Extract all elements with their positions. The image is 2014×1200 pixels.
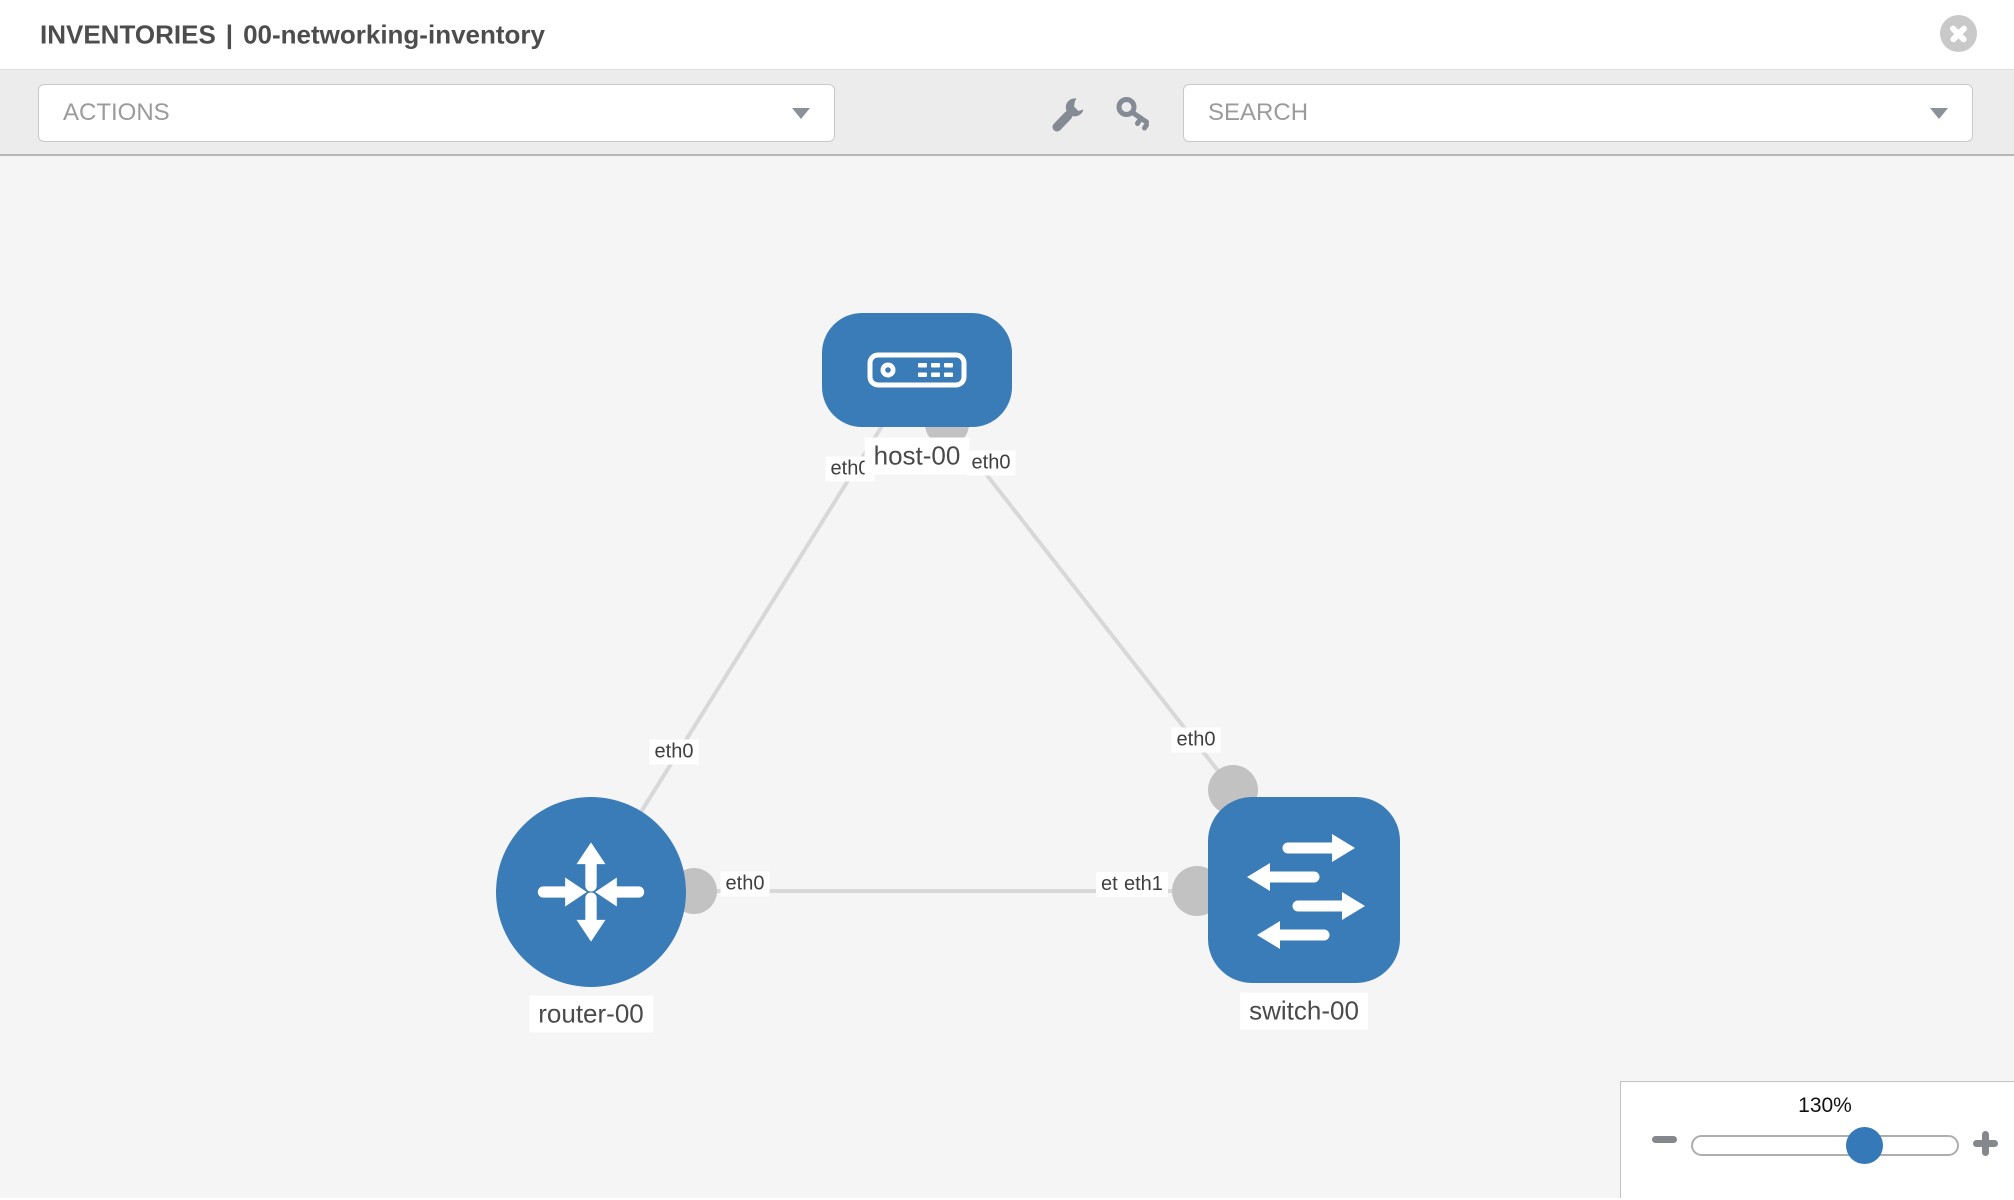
page-title: INVENTORIES | 00-networking-inventory	[40, 19, 545, 50]
node-label-switch-00: switch-00	[1240, 992, 1368, 1030]
header-bar: INVENTORIES | 00-networking-inventory	[0, 0, 2014, 70]
router-icon	[537, 842, 645, 942]
search-dropdown-label: SEARCH	[1208, 99, 1309, 126]
caret-down-icon	[792, 108, 810, 119]
node-router-00[interactable]	[496, 797, 686, 987]
interface-label-switch-eth0-to-host: eth0	[1171, 727, 1221, 753]
switch-icon	[1247, 834, 1365, 949]
actions-dropdown[interactable]: ACTIONS	[38, 84, 835, 142]
zoom-slider-track[interactable]	[1691, 1135, 1959, 1156]
interface-label-host-eth0-to-switch: eth0	[966, 450, 1016, 476]
host-icon	[867, 352, 967, 388]
zoom-in-plus-icon[interactable]	[1973, 1131, 1998, 1156]
interface-label-router-eth0-to-switch: eth0	[720, 871, 770, 897]
node-host-00[interactable]	[822, 313, 1012, 427]
zoom-out-minus-icon[interactable]	[1652, 1136, 1677, 1143]
inventory-name: 00-networking-inventory	[243, 19, 545, 49]
interface-label-switch-eth1: eth1	[1119, 872, 1168, 897]
node-label-router-00: router-00	[529, 995, 653, 1033]
zoom-level-value: 130%	[1798, 1094, 1852, 1117]
zoom-control-panel: 130%	[1620, 1081, 2014, 1198]
zoom-slider-knob[interactable]	[1846, 1127, 1883, 1164]
caret-down-icon	[1930, 108, 1948, 119]
key-icon	[1116, 97, 1149, 131]
toolbar: ACTIONS SEARCH	[0, 70, 2014, 156]
actions-dropdown-label: ACTIONS	[63, 99, 170, 126]
search-dropdown[interactable]: SEARCH	[1183, 84, 1973, 142]
close-icon	[1940, 15, 1977, 52]
interface-label-router-eth0-to-host: eth0	[649, 739, 699, 765]
configure-button[interactable]	[1048, 94, 1088, 134]
breadcrumb-separator: |	[225, 19, 234, 49]
wrench-icon	[1052, 98, 1084, 132]
topology-links-layer	[589, 368, 1304, 916]
node-switch-00[interactable]	[1208, 797, 1400, 983]
close-button[interactable]	[1940, 15, 1977, 52]
node-label-host-00: host-00	[864, 437, 970, 475]
topology-canvas[interactable]: host-00 router-00 switch-00 eth0 eth0 et…	[0, 156, 2014, 1198]
breadcrumb-section: INVENTORIES	[40, 19, 216, 49]
credentials-button[interactable]	[1113, 94, 1153, 134]
